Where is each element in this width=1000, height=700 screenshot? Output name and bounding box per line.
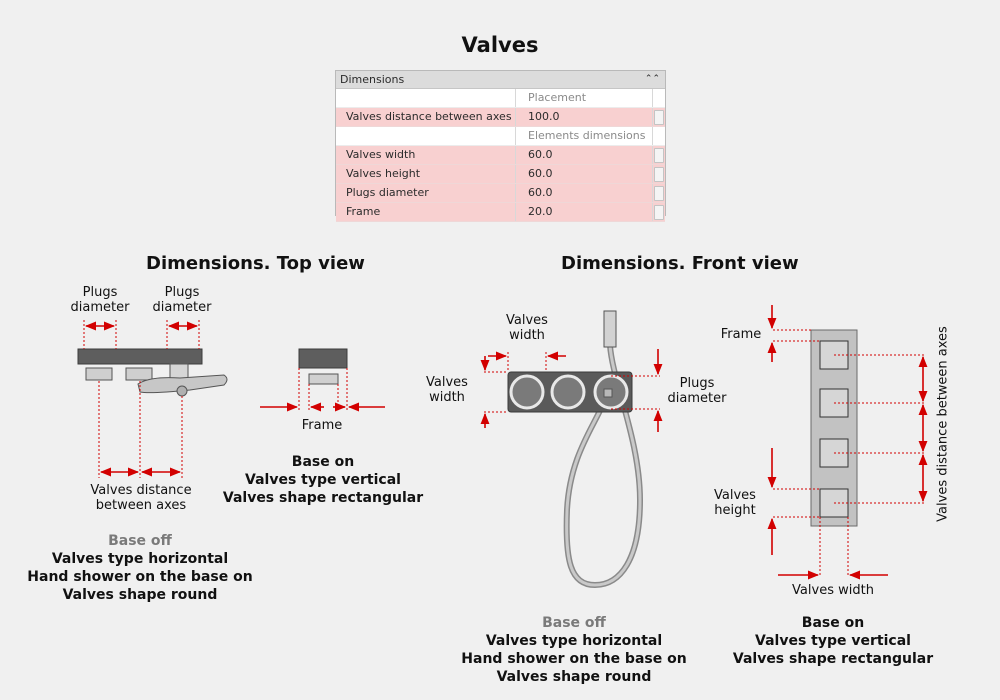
panel-row-valves-height[interactable]: Valves height 60.0 (336, 165, 665, 184)
label-line: width (429, 390, 465, 405)
row-button[interactable] (654, 148, 664, 163)
panel-row-placement: Placement (336, 89, 665, 108)
caption-line: Hand shower on the base on (461, 651, 687, 667)
panel-header-label: Dimensions (340, 73, 405, 86)
caption-line: Hand shower on the base on (27, 569, 253, 585)
caption-line: Valves type horizontal (51, 551, 229, 567)
top-right-caption: Base on Valves type vertical Valves shap… (212, 453, 434, 507)
plugs-diameter-label-1: Plugs diameter (64, 285, 136, 315)
label-line: diameter (70, 300, 130, 315)
page-title: Valves (461, 33, 539, 57)
valves-width-label-top: Valves width (496, 313, 558, 343)
label-line: height (714, 503, 756, 518)
label-line: Valves (714, 488, 756, 503)
caption-line: Valves shape rectangular (732, 651, 934, 667)
caption-line: Valves type vertical (755, 633, 911, 649)
dimensions-panel: Dimensions ⌃⌃ Placement Valves distance … (335, 70, 666, 222)
plugs-diameter-label-2: Plugs diameter (146, 285, 218, 315)
plugs-diameter-label-front: Plugs diameter (664, 376, 730, 406)
top-view-vertical-drawing (298, 348, 348, 385)
valves-distance-label: Valves distance between axes (76, 483, 206, 513)
label-line: diameter (667, 391, 727, 406)
category-label: Elements dimensions (525, 127, 653, 145)
front-view-horizontal-drawing (507, 310, 644, 589)
row-label: Valves distance between axes (336, 108, 516, 126)
row-value-input[interactable]: 60.0 (525, 165, 653, 183)
row-label: Plugs diameter (336, 184, 516, 202)
caption-line: Valves shape round (496, 669, 652, 685)
row-button[interactable] (654, 186, 664, 201)
row-label (336, 127, 516, 145)
top-view-horizontal-drawing (77, 348, 228, 397)
caption-line: Base off (108, 533, 172, 549)
label-line: width (509, 328, 545, 343)
valves-width-label-front: Valves width (792, 583, 874, 598)
label-line: Valves (426, 375, 468, 390)
caption-line: Valves shape rectangular (222, 490, 424, 506)
row-value-input[interactable]: 60.0 (525, 146, 653, 164)
row-label: Valves width (336, 146, 516, 164)
panel-row-frame[interactable]: Frame 20.0 (336, 203, 665, 222)
panel-row-plugs-diameter[interactable]: Plugs diameter 60.0 (336, 184, 665, 203)
panel-row-valves-distance[interactable]: Valves distance between axes 100.0 (336, 108, 665, 127)
row-button[interactable] (654, 205, 664, 220)
frame-label-top: Frame (301, 418, 343, 433)
panel-row-elements-dimensions: Elements dimensions (336, 127, 665, 146)
category-label: Placement (525, 89, 653, 107)
panel-header[interactable]: Dimensions ⌃⌃ (336, 71, 665, 89)
label-line: Valves distance (90, 483, 192, 498)
caption-line: Valves shape round (62, 587, 218, 603)
top-view-heading: Dimensions. Top view (146, 253, 365, 274)
row-value-input[interactable]: 20.0 (525, 203, 653, 221)
caption-line: Base off (542, 615, 606, 631)
front-right-caption: Base on Valves type vertical Valves shap… (722, 614, 944, 668)
row-label (336, 89, 516, 107)
caption-line: Valves type vertical (245, 472, 401, 488)
label-line: diameter (152, 300, 212, 315)
caption-line: Base on (801, 615, 865, 631)
valves-height-label: Valves height (706, 488, 764, 518)
top-left-caption: Base off Valves type horizontal Hand sho… (20, 532, 260, 604)
row-value-input[interactable]: 100.0 (525, 108, 653, 126)
panel-row-valves-width[interactable]: Valves width 60.0 (336, 146, 665, 165)
label-line: Plugs (82, 285, 118, 300)
label-line: Valves (506, 313, 548, 328)
caption-line: Base on (291, 454, 355, 470)
row-value-input[interactable]: 60.0 (525, 184, 653, 202)
row-label: Valves height (336, 165, 516, 183)
row-button[interactable] (654, 167, 664, 182)
valves-width-label-side: Valves width (416, 375, 478, 405)
valves-distance-vertical-label: Valves distance between axes (935, 326, 951, 522)
frame-label-front: Frame (720, 327, 762, 342)
caption-line: Valves type horizontal (485, 633, 663, 649)
front-view-vertical-drawing (810, 329, 858, 527)
row-button[interactable] (654, 110, 664, 125)
front-view-heading: Dimensions. Front view (561, 253, 799, 274)
collapse-icon[interactable]: ⌃⌃ (644, 74, 660, 84)
label-line: Plugs (679, 376, 715, 391)
label-line: between axes (95, 498, 187, 513)
label-line: Plugs (164, 285, 200, 300)
row-label: Frame (336, 203, 516, 221)
front-left-caption: Base off Valves type horizontal Hand sho… (452, 614, 696, 686)
